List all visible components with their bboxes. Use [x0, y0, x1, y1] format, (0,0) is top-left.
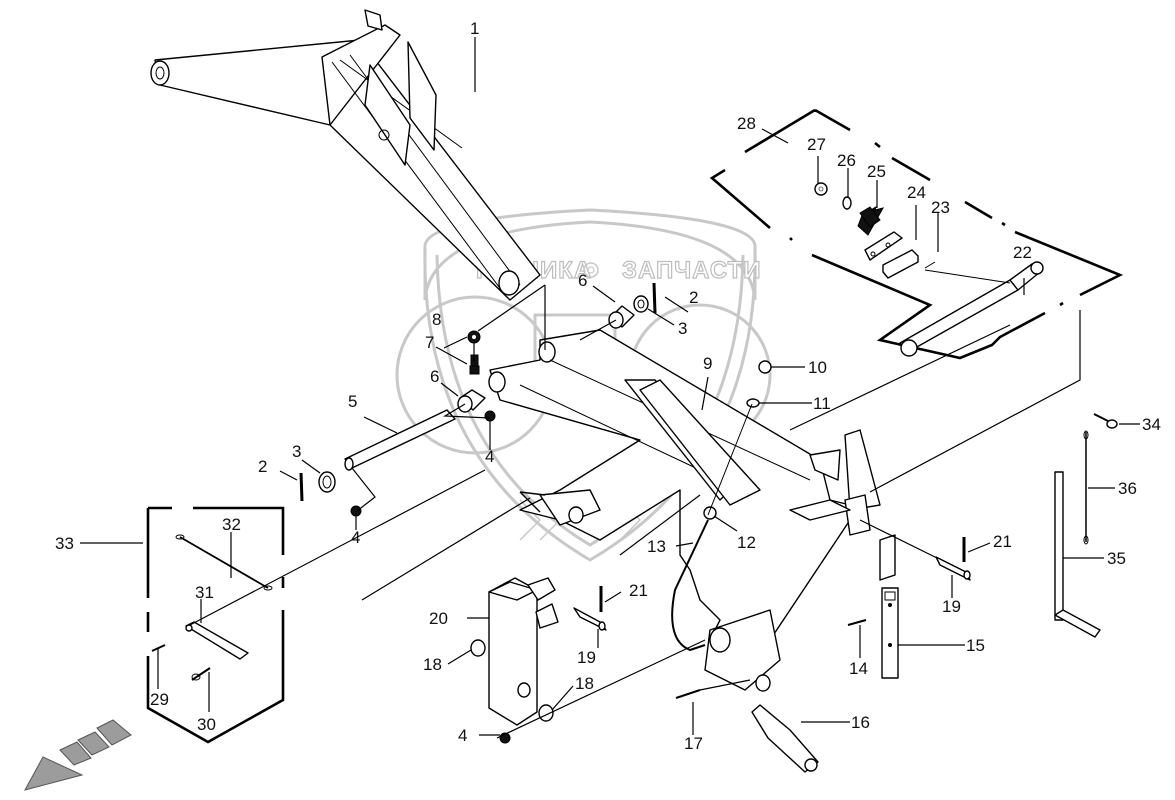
part-26-washer [842, 196, 852, 210]
part-31-pin [185, 621, 249, 660]
callout-15[interactable]: 15 [966, 636, 985, 655]
callout-13[interactable]: 13 [647, 537, 666, 556]
part-2-pin-lower [299, 472, 304, 502]
assembly-lines [189, 284, 1081, 739]
callout-3-lower[interactable]: 3 [292, 442, 301, 461]
callout-18-left[interactable]: 18 [423, 655, 442, 674]
part-23-block [882, 249, 919, 279]
callout-6-upper[interactable]: 6 [578, 271, 587, 290]
travel-direction-arrow[interactable] [24, 719, 132, 791]
callout-10[interactable]: 10 [808, 358, 827, 377]
watermark-shield-outline [423, 244, 757, 562]
callout-7[interactable]: 7 [425, 333, 434, 352]
part-24-bracket-plate [864, 231, 903, 261]
callout-4-lower[interactable]: 4 [351, 528, 360, 547]
part-30-clip [191, 667, 211, 681]
part-13-rod [671, 403, 753, 652]
callout-3-upper[interactable]: 3 [678, 319, 687, 338]
callout-labels: 1 2 2 3 3 4 4 4 5 6 6 7 8 9 10 11 12 13 … [55, 19, 1161, 753]
part-11-washer [746, 398, 760, 408]
callout-32[interactable]: 32 [222, 515, 241, 534]
callout-4-upper[interactable]: 4 [485, 447, 494, 466]
callout-21-right[interactable]: 21 [993, 532, 1012, 551]
watermark-text-right: ЗАПЧАСТИ [622, 257, 762, 284]
callout-22[interactable]: 22 [1013, 243, 1032, 262]
part-19-pin-left [573, 607, 607, 631]
callout-29[interactable]: 29 [150, 690, 169, 709]
part-10-nut [758, 360, 772, 374]
callout-17[interactable]: 17 [684, 734, 703, 753]
part-1-frame-beam [150, 9, 541, 301]
part-20-bracket [488, 577, 559, 726]
callout-19-left[interactable]: 19 [577, 648, 596, 667]
part-17-spring-pin [675, 689, 701, 699]
callout-26[interactable]: 26 [837, 151, 856, 170]
part-16-pin [751, 674, 819, 773]
part-12-nut [703, 506, 717, 520]
part-22-arm [899, 261, 1044, 357]
part-9-main-frame [488, 329, 896, 691]
part-18-bushing-left [470, 639, 486, 657]
part-25-spring [857, 205, 884, 236]
callout-28[interactable]: 28 [737, 114, 756, 133]
callout-30[interactable]: 30 [197, 715, 216, 734]
callout-34[interactable]: 34 [1142, 415, 1161, 434]
part-28-assembly-group-boundary [709, 108, 1124, 360]
callout-21-left[interactable]: 21 [629, 581, 648, 600]
callout-5[interactable]: 5 [348, 392, 357, 411]
callout-35[interactable]: 35 [1107, 549, 1126, 568]
part-4-grease-nipple-lower [350, 505, 362, 517]
callout-2-upper[interactable]: 2 [689, 288, 698, 307]
callout-27[interactable]: 27 [807, 135, 826, 154]
callout-20[interactable]: 20 [429, 609, 448, 628]
part-32-cable [175, 534, 273, 591]
part-15-stand-leg [881, 587, 899, 679]
callout-24[interactable]: 24 [907, 183, 926, 202]
callout-33[interactable]: 33 [55, 534, 74, 553]
part-4-grease-nipple-upper [484, 410, 496, 422]
callout-leaders [80, 37, 1140, 736]
part-19-pin-right [935, 556, 971, 581]
part-2-pin-upper [652, 282, 657, 314]
part-5-pivot-shaft [344, 409, 456, 471]
part-36-cable [1083, 430, 1089, 545]
callout-31[interactable]: 31 [195, 583, 214, 602]
callout-8[interactable]: 8 [432, 310, 441, 329]
callout-11[interactable]: 11 [813, 394, 831, 413]
callout-36[interactable]: 36 [1118, 479, 1137, 498]
callout-25[interactable]: 25 [867, 162, 886, 181]
callout-2-lower[interactable]: 2 [258, 457, 267, 476]
part-33-assembly-group-boundary [146, 506, 285, 744]
part-35-stand [1054, 471, 1101, 638]
callout-23[interactable]: 23 [931, 198, 950, 217]
callout-18-right[interactable]: 18 [575, 674, 594, 693]
callout-1[interactable]: 1 [470, 19, 479, 38]
part-3-washer-lower [318, 471, 336, 493]
callout-12[interactable]: 12 [737, 533, 756, 552]
watermark-inner-shield [435, 254, 745, 547]
part-6-bushing-lower [457, 389, 486, 413]
part-6-bushing-upper [608, 305, 635, 329]
callout-4-bracket[interactable]: 4 [458, 726, 467, 745]
callout-9[interactable]: 9 [703, 354, 712, 373]
callout-19-right[interactable]: 19 [942, 597, 961, 616]
callout-6-lower[interactable]: 6 [430, 367, 439, 386]
callout-14[interactable]: 14 [849, 659, 868, 678]
part-34-clip [1093, 413, 1118, 429]
callout-16[interactable]: 16 [851, 713, 870, 732]
part-3-washer-upper [633, 295, 649, 313]
part-27-nut [814, 182, 828, 196]
part-8-nut [467, 330, 481, 344]
gear-icon [583, 262, 599, 278]
part-14-lynch-pin [847, 619, 867, 626]
